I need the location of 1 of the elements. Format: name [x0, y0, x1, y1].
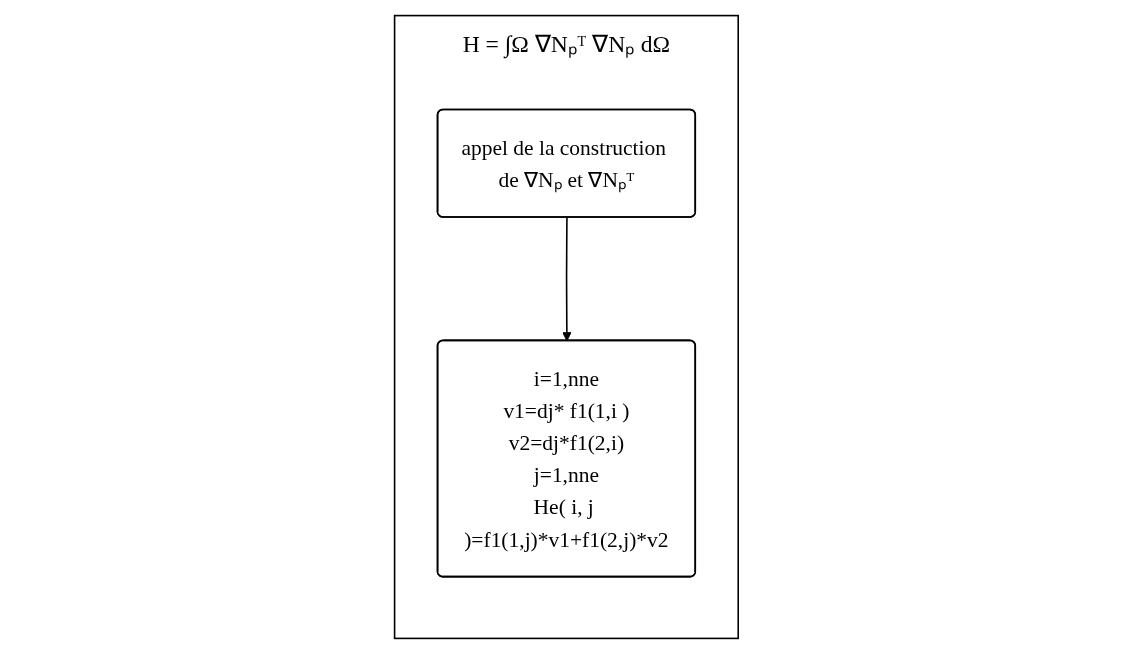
arrow [562, 216, 572, 341]
